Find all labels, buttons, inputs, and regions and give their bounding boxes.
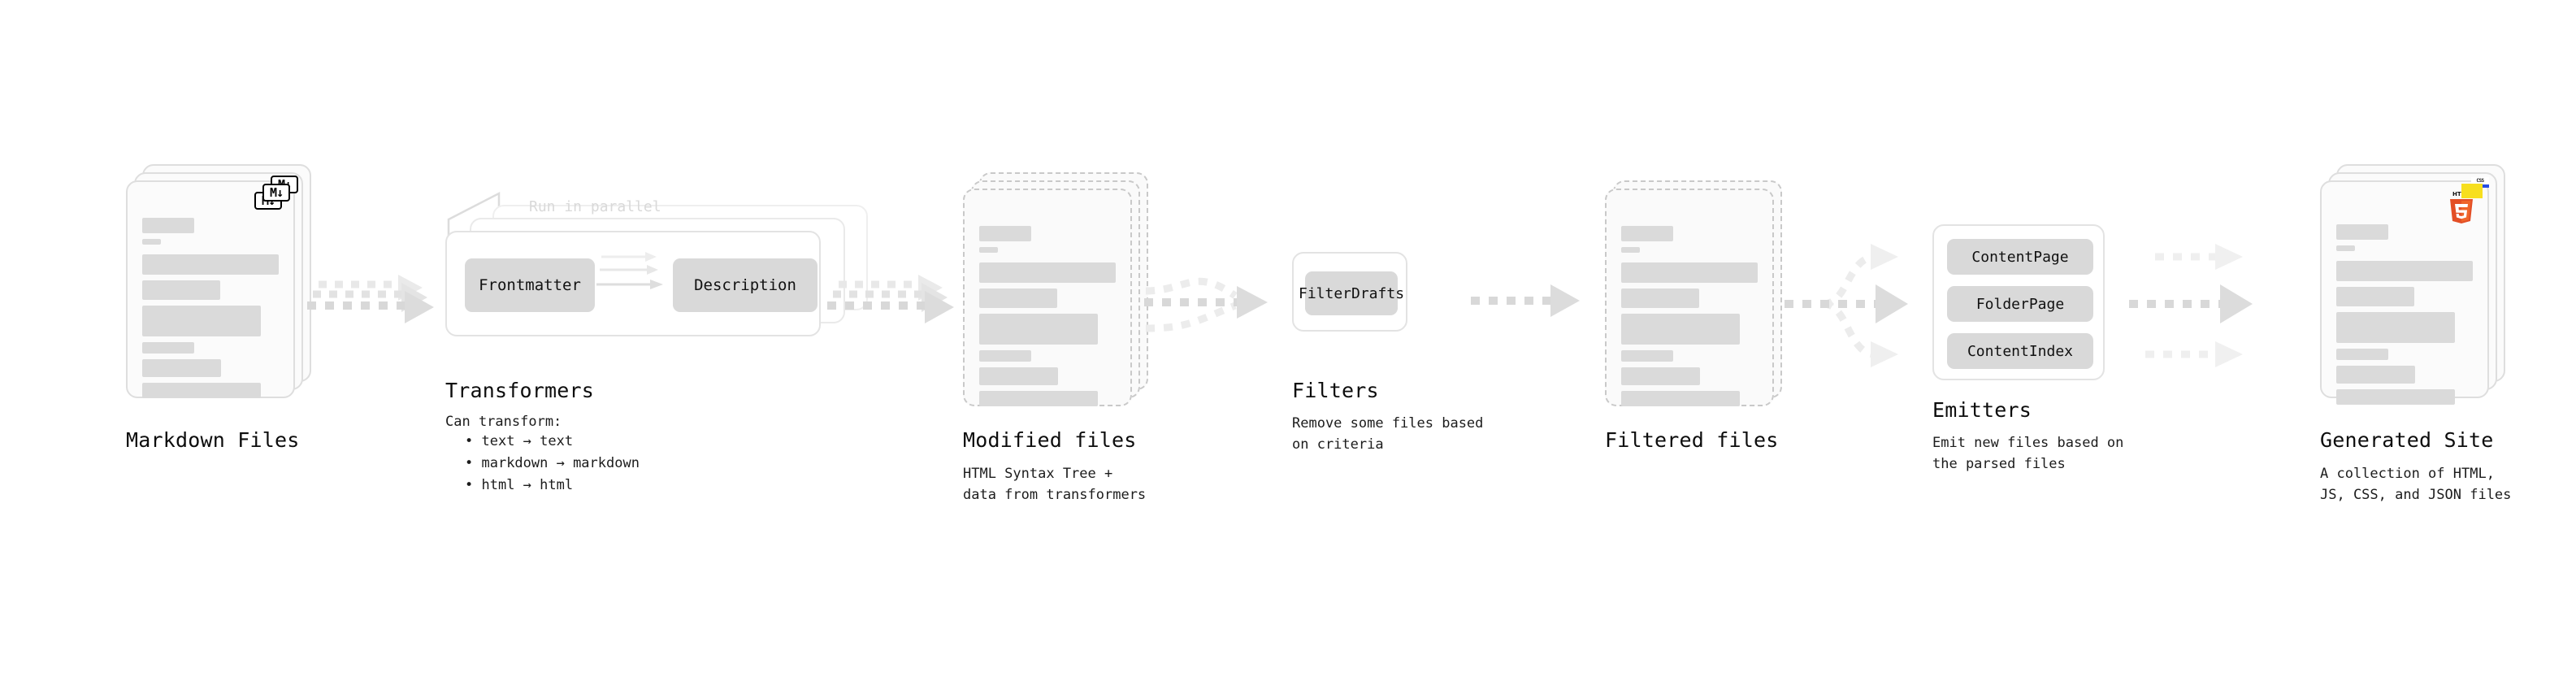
- skeleton-bar: [2336, 261, 2473, 281]
- skeleton-bar: [142, 239, 161, 245]
- skeleton-bar: [979, 288, 1057, 308]
- skeleton-bar: [142, 306, 261, 336]
- emitter-chip-folderpage[interactable]: FolderPage: [1947, 286, 2093, 322]
- stage-subtitle-modified-files: HTML Syntax Tree + data from transformer…: [963, 466, 1147, 504]
- skeleton-bar: [1621, 367, 1700, 385]
- card-skeleton: [142, 218, 279, 404]
- connector-transformers-to-modified: [827, 275, 957, 343]
- filters-group[interactable]: FilterDrafts: [1292, 252, 1407, 332]
- card-skeleton: [1621, 226, 1758, 412]
- skeleton-bar: [2336, 224, 2388, 240]
- connector-filters-to-filtered: [1471, 284, 1593, 333]
- generated-card-html[interactable]: HTML: [2320, 180, 2489, 405]
- skeleton-bar: [979, 247, 998, 253]
- list-item: • html → html: [465, 477, 574, 494]
- stage-title-transformers: Transformers: [445, 379, 595, 402]
- parallel-note: Run in parallel: [529, 198, 661, 215]
- skeleton-bar: [1621, 247, 1640, 253]
- filter-chip-filterdrafts[interactable]: FilterDrafts: [1299, 271, 1404, 315]
- stage-subtitle-emitters: Emit new files based on the parsed files: [1932, 435, 2124, 473]
- list-item: • text → text: [465, 433, 574, 449]
- skeleton-bar: [1621, 391, 1740, 406]
- transformer-chip-description[interactable]: Description: [673, 258, 817, 312]
- skeleton-bar: [979, 367, 1058, 385]
- skeleton-bar: [2336, 366, 2415, 384]
- markdown-badge: M↓: [262, 184, 290, 202]
- filtered-card-front[interactable]: [1605, 189, 1774, 406]
- skeleton-bar: [142, 254, 279, 275]
- stage-transformers: Frontmatter Description Frontmatter Desc…: [445, 191, 868, 362]
- connector-markdown-to-transformers: [307, 275, 437, 343]
- skeleton-bar: [142, 218, 194, 233]
- javascript-icon: [2461, 184, 2483, 198]
- stage-title-modified-files: Modified files: [963, 428, 1137, 452]
- stage-emitters: ContentPage FolderPage ContentIndex: [1932, 224, 2105, 380]
- skeleton-bar: [979, 262, 1116, 283]
- emitter-chip-contentpage[interactable]: ContentPage: [1947, 239, 2093, 275]
- stage-title-markdown-files: Markdown Files: [126, 428, 300, 452]
- skeleton-bar: [979, 391, 1098, 406]
- card-skeleton: [979, 226, 1116, 412]
- skeleton-bar: [979, 226, 1031, 241]
- stage-subtitle-generated-site: A collection of HTML, JS, CSS, and JSON …: [2320, 466, 2512, 504]
- skeleton-bar: [1621, 226, 1673, 241]
- transformer-group-front[interactable]: Frontmatter Description: [445, 231, 821, 336]
- skeleton-bar: [1621, 314, 1740, 345]
- skeleton-bar: [979, 350, 1031, 362]
- emitter-chip-contentindex[interactable]: ContentIndex: [1947, 333, 2093, 369]
- skeleton-bar: [979, 314, 1098, 345]
- skeleton-bar: [2336, 349, 2388, 360]
- stage-title-filtered-files: Filtered files: [1605, 428, 1779, 452]
- skeleton-bar: [142, 342, 194, 354]
- connector-modified-to-filters: [1144, 268, 1282, 349]
- stage-filters: FilterDrafts: [1292, 252, 1407, 332]
- stage-title-filters: Filters: [1292, 379, 1379, 402]
- skeleton-bar: [2336, 389, 2455, 405]
- skeleton-bar: [2336, 287, 2414, 306]
- transform-capability-list: • text → text • markdown → markdown • ht…: [453, 431, 640, 497]
- stage-subtitle-filters: Remove some files based on criteria: [1292, 415, 1484, 453]
- connector-emitters-to-site: [2129, 236, 2275, 390]
- connector-filtered-to-emitters: [1785, 236, 1939, 390]
- stage-title-generated-site: Generated Site: [2320, 428, 2494, 452]
- emitters-group[interactable]: ContentPage FolderPage ContentIndex: [1932, 224, 2105, 380]
- skeleton-bar: [2336, 245, 2355, 251]
- skeleton-bar: [1621, 288, 1699, 308]
- markdown-card-front[interactable]: M↓: [126, 180, 295, 398]
- skeleton-bar: [142, 383, 261, 398]
- card-skeleton: [2336, 224, 2473, 410]
- skeleton-bar: [1621, 262, 1758, 283]
- skeleton-bar: [2336, 312, 2455, 343]
- list-item: • markdown → markdown: [465, 455, 640, 472]
- skeleton-bar: [142, 280, 220, 300]
- stage-title-emitters: Emitters: [1932, 398, 2032, 422]
- skeleton-bar: [1621, 350, 1673, 362]
- modified-card-front[interactable]: [963, 189, 1132, 406]
- stage-subtitle-transformers: Can transform:: [445, 414, 562, 430]
- skeleton-bar: [142, 359, 221, 377]
- transformer-inner-arrows: [596, 252, 663, 289]
- transformer-chip-frontmatter[interactable]: Frontmatter: [465, 258, 595, 312]
